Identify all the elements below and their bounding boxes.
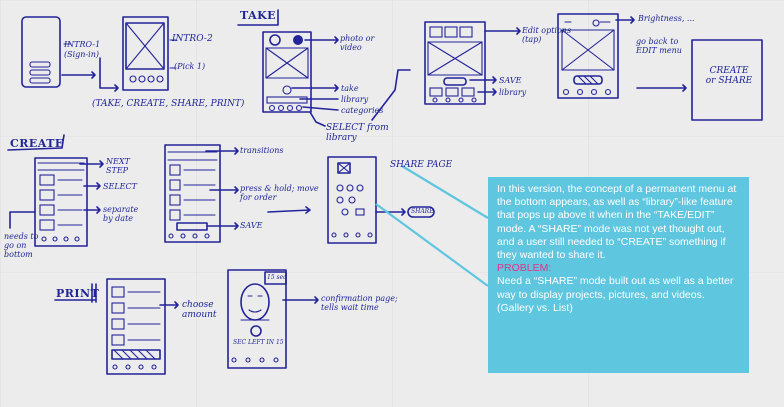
create-share-box bbox=[691, 39, 763, 121]
intro1-phone bbox=[21, 16, 61, 88]
note-body: In this version, the concept of a perman… bbox=[497, 183, 737, 262]
share-button-label: SHARE bbox=[411, 208, 434, 215]
edit-phone bbox=[424, 21, 486, 105]
photo-or-video-label: photo or video bbox=[340, 34, 375, 52]
wait-badge-label: 15 sec bbox=[267, 274, 287, 281]
brightness-phone bbox=[557, 13, 619, 99]
countdown-label: SEC LEFT IN 15 bbox=[233, 339, 284, 346]
confirmation-phone bbox=[227, 269, 287, 369]
arrange-phone bbox=[164, 144, 221, 243]
intro2-sub-label: (Pick 1) bbox=[174, 62, 206, 71]
take-title: TAKE bbox=[240, 9, 277, 22]
go-back-label: go back to EDIT menu bbox=[636, 37, 682, 55]
transitions-label: transitions bbox=[240, 146, 284, 155]
share-phone bbox=[327, 156, 377, 244]
create-or-share-label: CREATE or SHARE bbox=[705, 66, 753, 86]
intro1-label: INTRO-1 bbox=[64, 40, 101, 49]
save2-label: SAVE bbox=[240, 221, 263, 230]
intro1-sub-label: (Sign-in) bbox=[64, 50, 99, 59]
library2-label: library bbox=[499, 88, 527, 97]
edit-options-label: Edit options (tap) bbox=[522, 26, 572, 44]
create-title: CREATE bbox=[10, 137, 64, 150]
categories-label: categories bbox=[341, 106, 384, 115]
brightness-label: Brightness, ... bbox=[638, 14, 695, 23]
save-label: SAVE bbox=[499, 76, 522, 85]
print-title: PRINT bbox=[56, 287, 100, 300]
intro2-label: INTRO-2 bbox=[172, 34, 213, 44]
print-phone bbox=[106, 278, 166, 375]
needs-bottom-label: needs to go on bottom bbox=[4, 232, 39, 259]
take-phone bbox=[262, 31, 312, 113]
select-from-library-label: SELECT from library bbox=[326, 123, 389, 143]
problem-text: Need a “SHARE” mode built out as well as… bbox=[497, 275, 734, 314]
intro2-phone bbox=[122, 16, 169, 91]
library-label: library bbox=[341, 95, 369, 104]
choose-amount-label: choose amount bbox=[182, 300, 217, 320]
next-step-label: NEXT STEP bbox=[106, 157, 130, 175]
problem-label: PROBLEM: bbox=[497, 262, 552, 275]
select-label: SELECT bbox=[103, 182, 137, 191]
pick-options-label: (TAKE, CREATE, SHARE, PRINT) bbox=[92, 99, 245, 109]
create-phone bbox=[34, 157, 88, 247]
annotation-note: In this version, the concept of a perman… bbox=[488, 177, 749, 373]
press-hold-label: press & hold; move for order bbox=[240, 184, 319, 202]
take-label: take bbox=[341, 84, 359, 93]
separate-by-date-label: separate by date bbox=[103, 205, 139, 223]
confirmation-label: confirmation page; tells wait time bbox=[321, 294, 398, 312]
share-page-label: SHARE PAGE bbox=[390, 160, 453, 170]
